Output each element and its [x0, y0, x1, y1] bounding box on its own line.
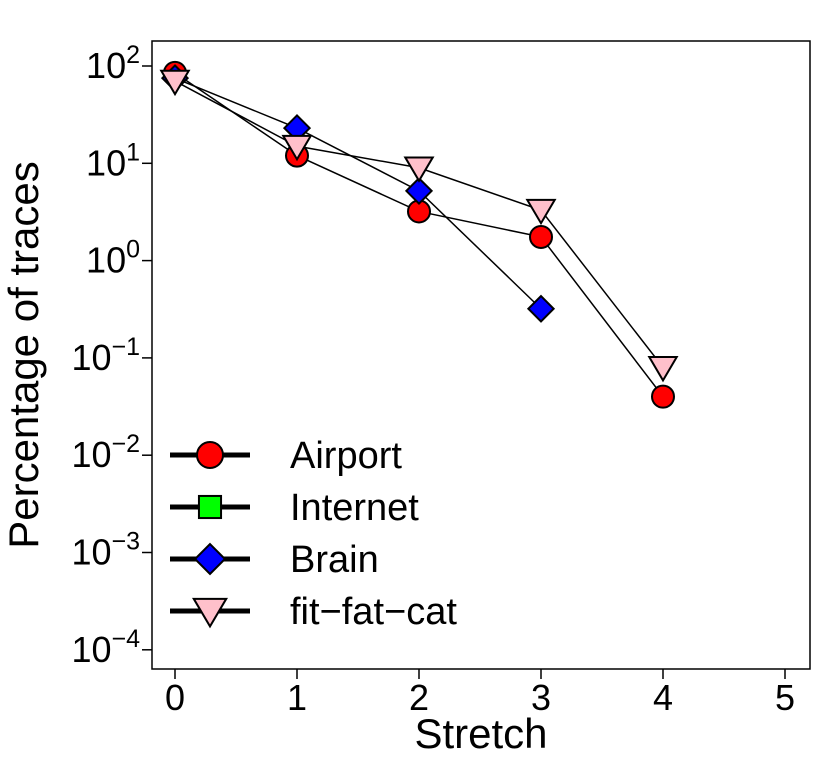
series-airport [163, 60, 675, 409]
legend-item: Airport [170, 435, 402, 477]
y-tick-label: 10−1 [71, 333, 140, 378]
legend-marker [197, 494, 223, 520]
legend-label: fit−fat−cat [290, 591, 457, 633]
y-tick-label: 102 [86, 41, 140, 86]
y-tick-label: 101 [86, 138, 140, 183]
data-point [159, 69, 191, 97]
series-line [174, 77, 542, 310]
x-tick-label: 1 [287, 677, 307, 718]
data-point [525, 198, 557, 226]
legend-item: fit−fat−cat [170, 591, 457, 633]
series-fit-fat-cat [159, 69, 679, 383]
data-point [403, 156, 435, 183]
legend-label: Brain [290, 539, 379, 581]
x-tick-label: 2 [409, 677, 429, 718]
legend-marker [192, 597, 228, 629]
series-layer [159, 60, 679, 409]
legend-marker [193, 542, 227, 576]
y-axis: 102 101 100 10−1 10−2 10−3 10−4 [71, 41, 152, 670]
x-axis: 0 1 2 3 4 5 [165, 669, 795, 718]
data-point [281, 134, 313, 162]
legend-label: Internet [290, 487, 419, 529]
plot-frame [151, 40, 811, 670]
data-point [526, 294, 556, 323]
series-line [174, 80, 664, 368]
data-point [647, 356, 679, 383]
x-tick-label: 0 [165, 677, 185, 718]
x-tick-label: 4 [653, 677, 673, 718]
data-point [404, 176, 434, 205]
legend-label: Airport [290, 435, 402, 477]
y-tick-label: 100 [86, 236, 140, 281]
x-tick-label: 3 [531, 677, 551, 718]
legend-marker [196, 441, 224, 469]
series-line [174, 72, 664, 398]
x-tick-label: 5 [775, 677, 795, 718]
y-axis-title: Percentage of traces [0, 161, 47, 549]
legend-item: Internet [170, 487, 419, 529]
y-tick-label: 10−2 [71, 430, 140, 475]
data-point [529, 224, 553, 249]
y-tick-label: 10−3 [71, 528, 140, 573]
x-axis-title: Stretch [414, 710, 547, 757]
y-tick-label: 10−4 [71, 625, 140, 670]
legend-item: Brain [170, 539, 379, 581]
data-point [651, 384, 675, 409]
